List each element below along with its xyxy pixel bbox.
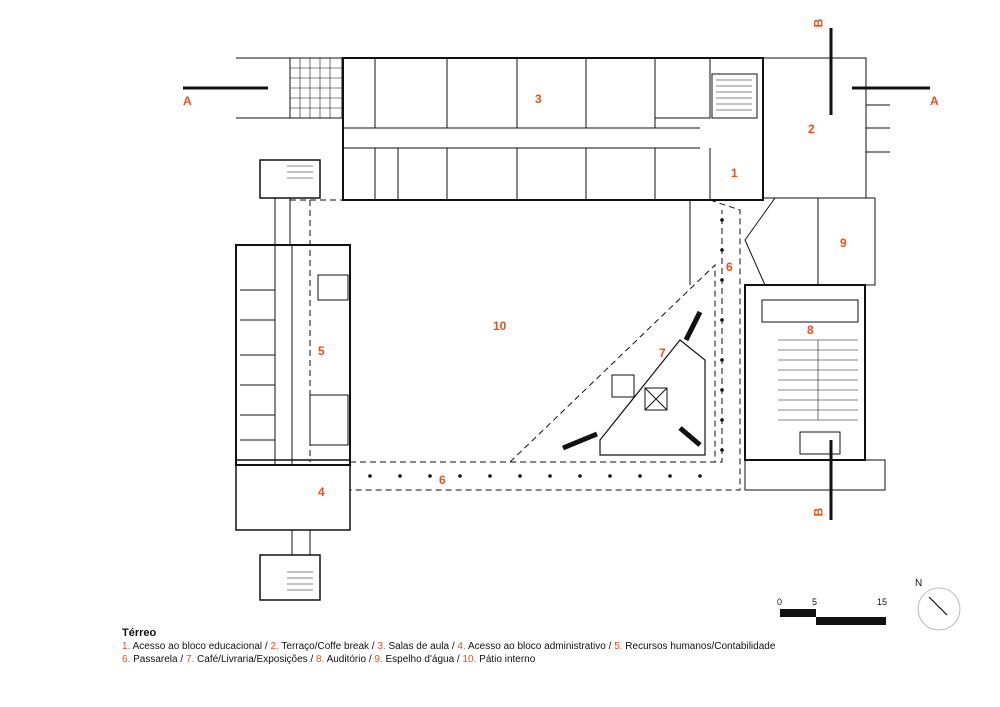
cafe: [599, 339, 706, 456]
zone-8-label: 8: [807, 323, 814, 337]
legend-text-4: Acesso ao bloco administrativo /: [465, 641, 615, 652]
zone-7-label: 7: [659, 346, 666, 360]
legend-num-2: 2.: [270, 641, 279, 652]
zone-6b-label: 6: [439, 473, 446, 487]
legend-text-9: Espelho d'água /: [382, 654, 463, 665]
legend-text-6: Passarela /: [130, 654, 186, 665]
zone-4-label: 4: [318, 485, 325, 499]
admin-block: [235, 244, 351, 466]
north-label: N: [915, 578, 923, 589]
legend-text-8: Auditório /: [324, 654, 375, 665]
zone-3-label: 3: [535, 92, 542, 106]
legend-line-2: 6. Passarela / 7. Café/Livraria/Exposiçõ…: [122, 653, 775, 666]
classroom-block: [342, 57, 764, 201]
north-circle: [917, 587, 961, 631]
section-marker-b-top: B: [811, 18, 826, 28]
legend-num-3: 3.: [377, 641, 386, 652]
section-marker-a-left: A: [183, 94, 192, 108]
legend-line-1: 1. Acesso ao bloco educacional / 2. Terr…: [122, 640, 775, 653]
legend-num-10: 10.: [462, 654, 477, 665]
zone-1-label: 1: [731, 166, 738, 180]
auditorium: [744, 284, 866, 461]
water-mirror: [744, 197, 876, 286]
scale-label-0: 0: [777, 597, 783, 607]
section-marker-a-right: A: [930, 94, 939, 108]
access-admin: [235, 459, 351, 531]
courtyard-triangle: [508, 263, 716, 463]
legend-title: Térreo: [122, 627, 157, 639]
walkway: [290, 199, 741, 491]
stair-top: [711, 73, 758, 119]
legend-text-5: Recursos humanos/Contabilidade: [622, 641, 776, 652]
legend-text-7: Café/Livraria/Exposições /: [194, 654, 316, 665]
zone-5-label: 5: [318, 344, 325, 358]
legend-num-5: 5.: [614, 641, 623, 652]
legend-text-2: Terraço/Coffe break /: [278, 641, 378, 652]
zone-2-label: 2: [808, 122, 815, 136]
legend-num-1: 1.: [122, 641, 131, 652]
legend-num-8: 8.: [316, 654, 325, 665]
zone-9-label: 9: [840, 236, 847, 250]
legend-num-7: 7.: [185, 654, 195, 665]
legend-num-6: 6.: [122, 654, 131, 665]
legend-num-9: 9.: [374, 654, 383, 665]
scale-label-15: 15: [877, 597, 888, 607]
zone-6a-label: 6: [726, 260, 733, 274]
section-marker-b-bottom: B: [811, 507, 826, 517]
legend-text-1: Acesso ao bloco educacional /: [130, 641, 271, 652]
scale-label-5: 5: [812, 597, 818, 607]
stair-tower-bottom: [259, 554, 321, 601]
legend: Térreo 1. Acesso ao bloco educacional / …: [122, 627, 775, 666]
legend-text-3: Salas de aula /: [385, 641, 458, 652]
legend-num-4: 4.: [457, 641, 466, 652]
zone-10-label: 10: [493, 319, 507, 333]
legend-text-10: Pátio interno: [476, 654, 536, 665]
scale-bar-segment-2: [816, 617, 886, 625]
north-arrow: [928, 596, 948, 616]
scale-bar-segment-1: [780, 609, 816, 617]
